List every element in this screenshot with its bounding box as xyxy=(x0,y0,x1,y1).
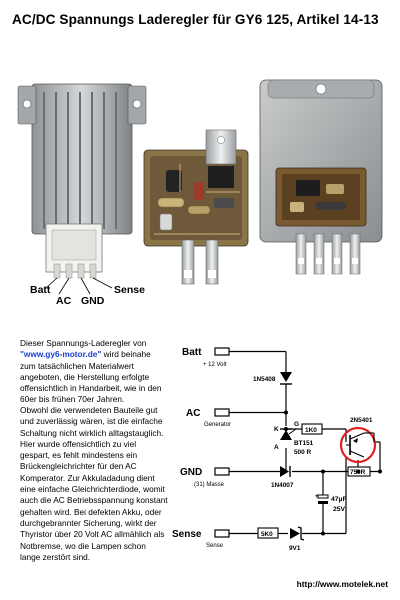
pin-label-sense: Sense xyxy=(114,284,145,296)
regulator-open-housing-photo xyxy=(259,79,383,275)
page-title: AC/DC Spannungs Laderegler für GY6 125, … xyxy=(12,12,379,27)
schematic-label-r1: 1K0 xyxy=(305,427,317,434)
schematic-label-r2: 750R xyxy=(350,469,366,476)
paragraph1-intro: Dieser Spannungs-Laderegler von xyxy=(20,338,147,348)
schematic-label-g: G xyxy=(294,421,299,428)
schematic-label-r3: 5K0 xyxy=(261,531,273,538)
pin-label-ac: AC xyxy=(56,295,72,307)
pin-label-gnd: GND xyxy=(81,295,105,307)
schematic-label-z1: 9V1 xyxy=(289,545,301,552)
schematic-label-gnd-sub: (31) Masse xyxy=(194,482,225,488)
schematic-label-sense-sub: Sense xyxy=(206,543,224,549)
footer-url[interactable]: http://www.motelek.net xyxy=(296,579,388,589)
schematic-label-q1: 2N5401 xyxy=(350,417,373,424)
schematic-label-gnd: GND xyxy=(180,467,202,478)
schematic-label-a: A xyxy=(274,444,279,451)
schematic-label-thy: BT151 xyxy=(294,440,314,447)
description-paragraph-2: Obwohl die verwendeten Bauteile gut und … xyxy=(20,405,168,562)
svg-text:+: + xyxy=(315,494,319,500)
gy6-motor-link[interactable]: "www.gy6-motor.de" xyxy=(20,349,102,360)
schematic-label-d1: 1N5408 xyxy=(253,376,276,383)
description-paragraph-1: Dieser Spannungs-Laderegler von "www.gy6… xyxy=(20,338,168,406)
schematic-label-c1-v: 25V xyxy=(333,506,346,513)
schematic-label-k: K xyxy=(274,426,279,433)
pin-label-batt: Batt xyxy=(30,284,51,296)
circuit-schematic: + Batt + 12 Volt 1N5408 AC Generator K G… xyxy=(172,347,382,552)
schematic-label-thy-v: 500 R xyxy=(294,449,311,456)
schematic-label-sense: Sense xyxy=(172,529,202,540)
paragraph1-rest: wird beinahe zum tatsächlichen Materialw… xyxy=(20,349,162,405)
regulator-front-photo xyxy=(17,83,147,279)
pin-leaders xyxy=(45,277,113,295)
regulator-pcb-photo xyxy=(143,129,249,285)
schematic-label-d2: 1N4007 xyxy=(271,482,294,489)
schematic-label-ac-sub: Generator xyxy=(204,422,231,428)
schematic-label-batt: Batt xyxy=(182,347,202,358)
product-photos xyxy=(17,79,383,295)
schematic-label-batt-sub: + 12 Volt xyxy=(203,362,227,368)
schematic-label-c1: 47µF xyxy=(331,496,347,503)
schematic-label-ac: AC xyxy=(186,408,200,419)
